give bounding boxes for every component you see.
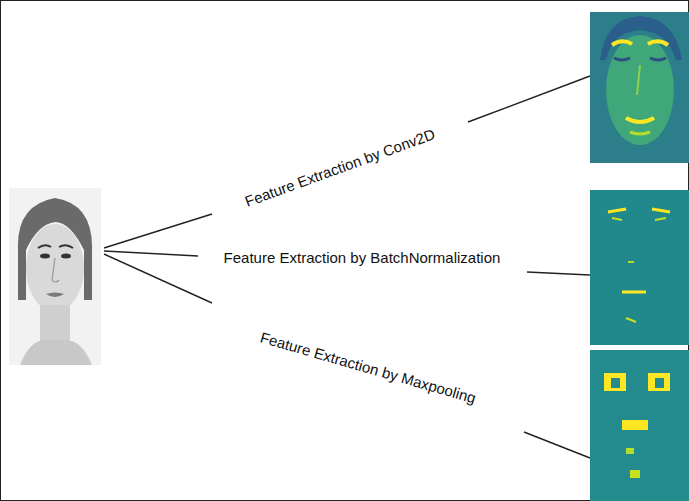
leader-line	[524, 432, 590, 458]
leader-line	[104, 214, 212, 248]
leader-lines	[104, 76, 590, 458]
feature-label: Feature Extraction by BatchNormalization	[222, 249, 503, 267]
feature-map	[590, 350, 689, 501]
feature-map	[590, 190, 689, 345]
leader-line	[468, 76, 590, 122]
leader-line	[527, 272, 590, 275]
leader-line	[104, 251, 198, 256]
leader-line	[104, 254, 212, 303]
face-photo	[9, 188, 101, 365]
feature-map	[590, 12, 689, 163]
